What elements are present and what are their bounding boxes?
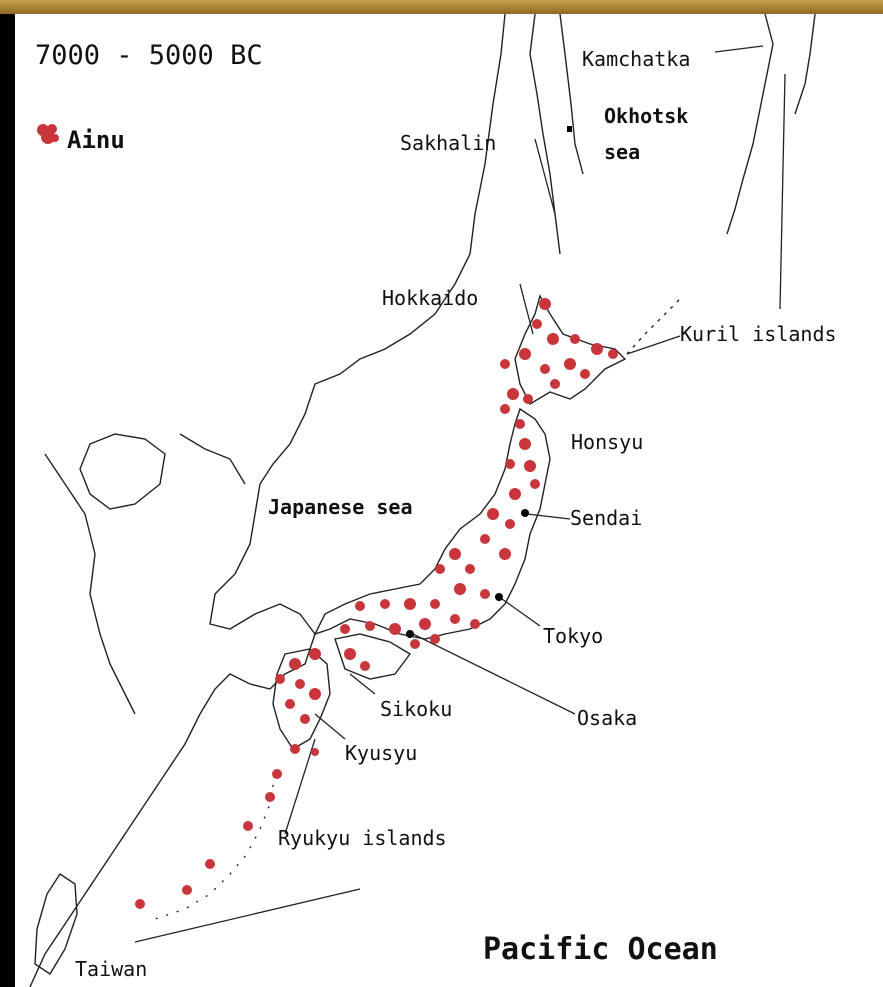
label-honsyu: Honsyu: [571, 430, 644, 454]
map-title: 7000 - 5000 BC: [35, 40, 263, 71]
label-kuril-islands: Kuril islands: [680, 322, 837, 346]
red-blotch-icon: [37, 124, 59, 144]
ainu-settlements: [135, 298, 618, 909]
mainland-coast: [29, 253, 471, 987]
label-sikoku: Sikoku: [380, 697, 453, 721]
label-hokkaido: Hokkaido: [382, 286, 479, 310]
map-canvas: 7000 - 5000 BC Ainu Kamchatka Sakhalin O…: [15, 14, 883, 987]
label-osaka: Osaka: [577, 706, 638, 730]
shikoku-coast: [334, 633, 412, 680]
sendai-dot: [521, 509, 529, 517]
legend-label-ainu: Ainu: [67, 126, 125, 154]
label-okhotsk-sea-line2: sea: [604, 140, 641, 164]
label-japanese-sea: Japanese sea: [268, 495, 413, 519]
tokyo-dot: [495, 593, 503, 601]
label-sakhalin: Sakhalin: [400, 131, 497, 155]
label-kyusyu: Kyusyu: [345, 741, 418, 765]
label-pacific-ocean: Pacific Ocean: [483, 932, 718, 967]
kyushu-coast: [272, 648, 331, 750]
hokkaido-coast: [514, 294, 627, 405]
osaka-dot: [406, 630, 414, 638]
label-taiwan: Taiwan: [75, 957, 148, 981]
sakhalin-coast: [529, 14, 561, 255]
kamchatka-coast: [726, 14, 774, 235]
taiwan-coast: [34, 873, 78, 975]
label-kamchatka: Kamchatka: [582, 47, 691, 71]
label-sendai: Sendai: [570, 506, 643, 530]
map-outlines: [29, 14, 816, 987]
top-border: [0, 0, 883, 14]
label-ryukyu-islands: Ryukyu islands: [278, 826, 447, 850]
label-okhotsk-sea-line1: Okhotsk: [604, 104, 689, 128]
label-tokyo: Tokyo: [543, 624, 604, 648]
honshu-coast: [313, 407, 551, 640]
